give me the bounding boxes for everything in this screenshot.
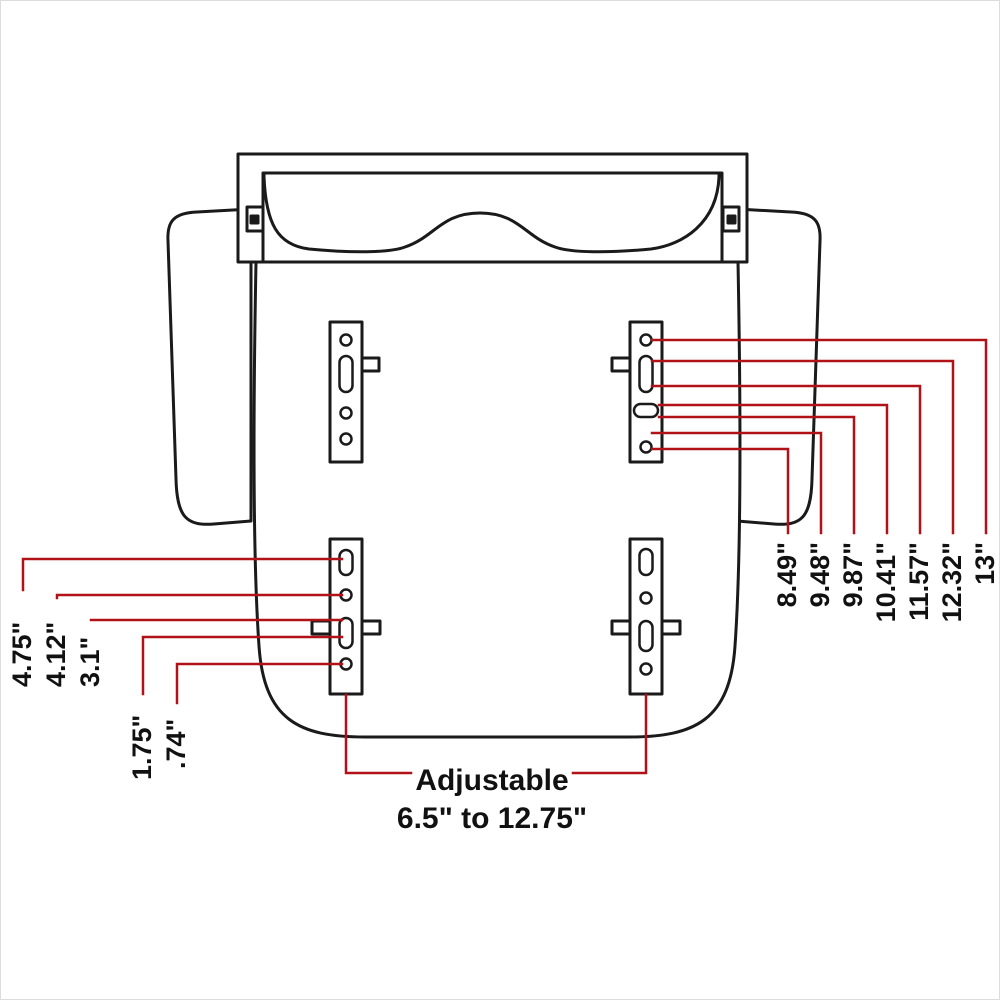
seat-pan (248, 260, 742, 739)
adjustable-label: Adjustable (415, 764, 568, 797)
left-rail-ear-upper-right (360, 356, 381, 373)
mount-slot (638, 354, 654, 394)
mount-hole (639, 333, 653, 347)
dimension-line-8-49in (650, 447, 790, 535)
right-rail-holes (632, 333, 660, 676)
dimension-line-9-87in (657, 415, 856, 535)
dimension-line-1-75in (141, 635, 344, 696)
mount-hole (639, 440, 653, 454)
adjustable-callout-line (344, 693, 648, 775)
dimension-label-9-48in: 9.48" (805, 542, 835, 607)
dimension-label-13in: 13" (970, 542, 1000, 585)
mount-slot (632, 402, 660, 419)
mount-rails (310, 320, 682, 696)
mount-hole (639, 591, 653, 605)
adjustable-range-label: 6.5" to 12.75" (397, 802, 587, 835)
mount-slot (338, 354, 354, 394)
mount-hole (339, 333, 353, 347)
mount-slot (638, 619, 654, 653)
dimension-line-0-74in (175, 662, 344, 705)
right-hinge-bolt (726, 214, 737, 225)
dimension-line-11-57in (650, 384, 922, 535)
dimension-line-4-12in (55, 593, 344, 600)
mount-hole (639, 662, 653, 676)
mount-hole (339, 432, 353, 446)
dimension-label-3-1in: 3.1" (75, 637, 105, 687)
dimension-line-4-75in (21, 557, 344, 592)
seat-back-frame (236, 152, 749, 264)
dimension-line-10-41in (657, 403, 889, 535)
dimension-label-9-87in: 9.87" (838, 542, 868, 607)
mount-hole (339, 406, 353, 420)
dimension-label-8-49in: 8.49" (772, 542, 802, 607)
left-rail-holes (338, 333, 354, 671)
left-rail-ear-lower-right (360, 619, 382, 636)
right-rail-ear-lower-right (660, 619, 682, 636)
mount-slot (338, 616, 354, 650)
right-rail-ear-lower-left (610, 619, 632, 636)
dimension-label-11-57in: 11.57" (904, 542, 934, 621)
dimension-line-9-48in (650, 431, 823, 535)
seat-outline (166, 152, 822, 739)
dimension-label-12-32in: 12.32" (937, 542, 967, 622)
seat-back-cushion (262, 171, 721, 254)
dimension-label-4-12in: 4.12" (41, 622, 71, 687)
dimension-label-0-74in: .74" (161, 719, 191, 769)
right-rail-ear-upper-left (610, 356, 632, 373)
left-hinge-bolt (249, 214, 260, 225)
right-armrest (735, 207, 822, 526)
mount-slot (638, 547, 654, 577)
dimension-line-13in (650, 338, 988, 535)
dimension-label-4-75in: 4.75" (7, 622, 37, 687)
left-armrest (166, 207, 253, 526)
dimension-line-12-32in (650, 359, 955, 535)
left-rail-ear-lower-left (310, 619, 332, 636)
dimension-lines (21, 338, 988, 775)
dimension-labels: 4.75" 4.12" 3.1" 1.75" .74" 8.49" 9.48" … (7, 542, 1000, 835)
mount-slot (338, 548, 354, 577)
dimension-label-10-41in: 10.41" (871, 542, 901, 622)
dimension-label-1-75in: 1.75" (127, 715, 157, 780)
